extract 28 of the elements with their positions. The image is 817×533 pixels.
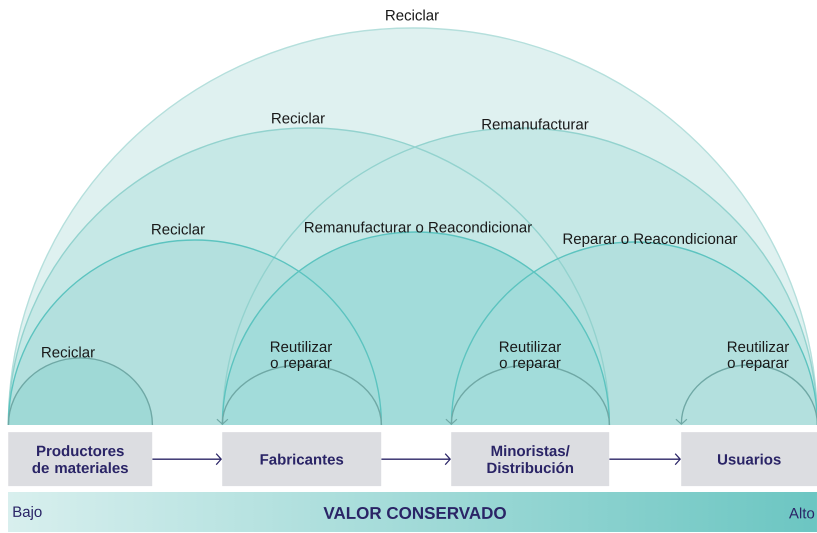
edge-label: Reutilizar o reparar: [270, 341, 332, 371]
edge-label: Reutilizar o reparar: [500, 341, 561, 371]
arc: [8, 239, 382, 426]
stage-box: Minoristas/ Distribución: [451, 432, 610, 486]
arrow: [609, 453, 681, 466]
scale-title: VALOR CONSERVADO: [324, 506, 506, 519]
edge-label: Reciclar: [152, 223, 205, 234]
arc: [222, 127, 817, 426]
loop-arrow: [446, 364, 610, 426]
scale-label: Bajo: [13, 506, 42, 520]
edge-label: Remanufacturar o Reacondicionar: [305, 221, 532, 232]
edge-label: Reparar o Reacondicionar: [564, 233, 738, 247]
stage-box: Usuarios: [681, 432, 817, 486]
edge-label: Reciclar: [272, 112, 325, 124]
edge-label: Reciclar: [42, 346, 95, 358]
stage-box: Productores de materiales: [8, 432, 152, 486]
loop-arrow: [676, 364, 817, 426]
arrow: [381, 453, 451, 466]
arc: [8, 127, 610, 426]
arc: [8, 27, 817, 426]
arc: [450, 241, 817, 426]
scale-label: Alto: [788, 507, 814, 518]
edge-label: Reciclar: [386, 9, 439, 20]
edge-label: Remanufacturar: [482, 118, 588, 130]
arrow: [152, 453, 222, 466]
loop-arrow: [216, 364, 382, 426]
stage-box: Fabricantes: [222, 432, 382, 486]
edge-label: Reutilizar o reparar: [728, 341, 789, 371]
